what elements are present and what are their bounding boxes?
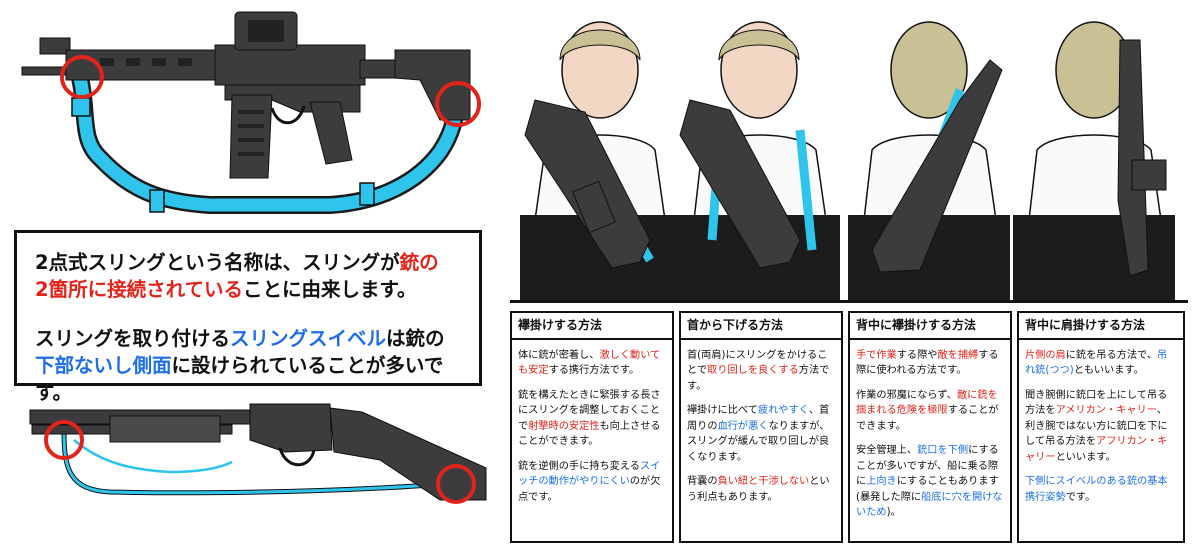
shotgun-illustration [29,403,487,504]
panel-text: 安全管理上、 [856,445,918,456]
explanation-text: 下部ないし側面 [35,354,172,377]
panel-paragraph: 手で作業する際や敵を捕縛する際に使われる方法です。 [856,348,1004,379]
panel-neck-carry: 首から下げる方法 首(両肩)にスリングをかけることで取り回しを良くする方法です。… [679,311,843,543]
panel-cross-body: 襷掛けする方法 体に銃が密着し、激しく動いても安定する携行方法です。銃を構えたと… [510,311,674,543]
explanation-text: に設けられていることが多いです。 [35,354,444,404]
panel-text: なりますが、スリングが緩んで取り回しが良くなります。 [687,420,830,463]
panel-paragraph: 銃を逆側の手に持ち変えるスイッチの動作がやりにくいのが欠点です。 [518,459,666,506]
panel-title: 首から下げる方法 [681,317,841,340]
panel-text: といいます。 [1055,451,1116,463]
panel-paragraph: 作業の邪魔にならず、敵に銃を掴まれる危険を極限することができます。 [856,388,1004,435]
panel-text: する際に使われる方法です。 [856,349,999,377]
explanation-text: スリングを取り付ける [35,327,231,350]
panel-text: 首(両肩)にスリングをかけることで [687,349,828,377]
panel-back-cross: 背中に襷掛けする方法 手で作業する際や敵を捕縛する際に使われる方法です。作業の邪… [848,311,1012,543]
panel-text: 銃口を下側 [917,445,969,456]
panel-text: 血行が悪く [717,420,769,432]
shotgun-rear-swivel-highlight [436,464,476,504]
panel-text: 襷掛けに比べて [687,405,758,416]
panel-text: 取り回しを良くする [707,365,799,376]
panel-text: 銃を逆側の手に持ち変える [518,460,640,472]
rear-swivel-highlight [435,81,481,127]
panel-text: する携行方法です。 [548,365,640,376]
figure-back-shoulder [1013,21,1175,300]
panel-text: 手で作業 [856,349,897,361]
panel-title: 背中に肩掛けする方法 [1019,317,1183,340]
panel-text: スイッチの動作がやりにくい [518,460,661,488]
panel-text: です。 [1065,491,1096,503]
panel-paragraph: 襷掛けに比べて疲れやすく、首周りの血行が悪くなりますが、スリングが緩んで取り回し… [687,403,835,465]
panel-text: 方法です。 [687,365,830,392]
figure-back-cross [848,21,1010,300]
panel-text: 、利き腕ではない方に銃口を下にして吊る方法を [1025,405,1168,447]
panel-text: 、首周りの [687,405,830,432]
panel-text: のが欠点です。 [518,476,661,503]
panel-text: 敵に銃を掴まれる危険を極限 [856,389,998,417]
panel-paragraph: 下側にスイベルのある銃の基本携行姿勢です。 [1025,474,1177,505]
panel-text: する際や [896,349,938,361]
panel-title: 襷掛けする方法 [512,317,672,340]
panel-paragraph: 安全管理上、銃口を下側にすることが多いですが、船に乗る際に上向きにすることもあり… [856,443,1004,521]
panel-text: )。 [886,507,901,518]
explanation-text: は銃の [386,327,445,350]
explanation-para-2: スリングを取り付けるスリングスイベルは銃の下部ないし側面に設けられていることが多… [35,325,461,406]
rifle-illustration [21,11,481,214]
figure-neck-carry [678,21,840,300]
explanation-text: 2点式スリングという名称は、スリングが [35,251,400,274]
front-swivel-highlight [60,55,104,99]
figure-cross-body [520,21,680,300]
panel-text: アメリカン・キャリー [1055,405,1157,416]
panel-text: 下側にスイベルのある銃の基本携行姿勢 [1025,476,1168,503]
panel-text: 体に銃が密着し、 [518,349,600,361]
panel-paragraph: 体に銃が密着し、激しく動いても安定する携行方法です。 [518,348,666,379]
panel-text: 船底に穴を開けないため [856,491,1003,519]
shotgun-front-swivel-highlight [44,420,84,460]
panel-text: 疲れやすく [757,405,809,416]
panel-text: も向上させることができます。 [518,420,661,448]
carry-method-panels: 襷掛けする方法 体に銃が密着し、激しく動いても安定する携行方法です。銃を構えたと… [510,300,1188,553]
explanation-text: ことに由来します。 [242,278,417,301]
panel-paragraph: 銃を構えたときに緊張する長さにスリングを調整しておくことで射撃時の安定性も向上さ… [518,388,666,450]
panel-text: 負い紐と干渉しない [717,476,810,487]
explanation-para-1: 2点式スリングという名称は、スリングが銃の 2箇所に接続されていることに由来します… [35,249,461,303]
panel-title: 背中に襷掛けする方法 [850,317,1010,340]
panel-paragraph: 聞き腕側に銃口を上にして吊る方法をアメリカン・キャリー、利き腕ではない方に銃口を… [1025,388,1177,466]
panel-text: に銃を吊る方法で、 [1065,349,1158,361]
panel-paragraph: 片側の肩に銃を吊る方法で、吊れ銃(つつ)ともいいます。 [1025,348,1177,379]
panel-text: 激しく動いても安定 [518,349,661,377]
panel-text: 上向き [866,476,897,487]
panel-text: アフリカン・キャリー [1025,436,1168,463]
panel-text: という利点もあります。 [687,476,830,503]
explanation-text: 銃の [399,251,439,274]
explanation-text: 2箇所に接続されている [35,278,243,301]
panel-text: ともいいます。 [1073,365,1144,376]
explanation-text: スリングスイベル [230,327,387,350]
sling-explanation-box: 2点式スリングという名称は、スリングが銃の 2箇所に接続されていることに由来します… [14,230,482,404]
panel-text: 銃を構えたときに緊張する長さにスリングを調整しておくことで [518,389,661,432]
panel-text: 射撃時の安定性 [528,420,600,432]
panel-text: 敵を捕縛 [937,349,979,361]
panel-text: 吊れ銃(つつ) [1025,349,1168,377]
panel-text: 作業の邪魔にならず、 [856,389,957,401]
panel-text: にすることが多いですが、船に乗る際に [856,445,999,487]
panel-back-shoulder: 背中に肩掛けする方法 片側の肩に銃を吊る方法で、吊れ銃(つつ)ともいいます。聞き… [1017,311,1185,543]
panel-paragraph: 首(両肩)にスリングをかけることで取り回しを良くする方法です。 [687,348,835,395]
panel-text: することができます。 [856,405,999,432]
panel-text: 背嚢の [687,476,718,487]
panel-text: 聞き腕側に銃口を上にして吊る方法を [1025,389,1168,417]
panel-paragraph: 背嚢の負い紐と干渉しないという利点もあります。 [687,474,835,505]
panel-text: にすることもあります(暴発した際に [856,476,999,503]
panel-text: 片側の肩 [1025,349,1066,361]
